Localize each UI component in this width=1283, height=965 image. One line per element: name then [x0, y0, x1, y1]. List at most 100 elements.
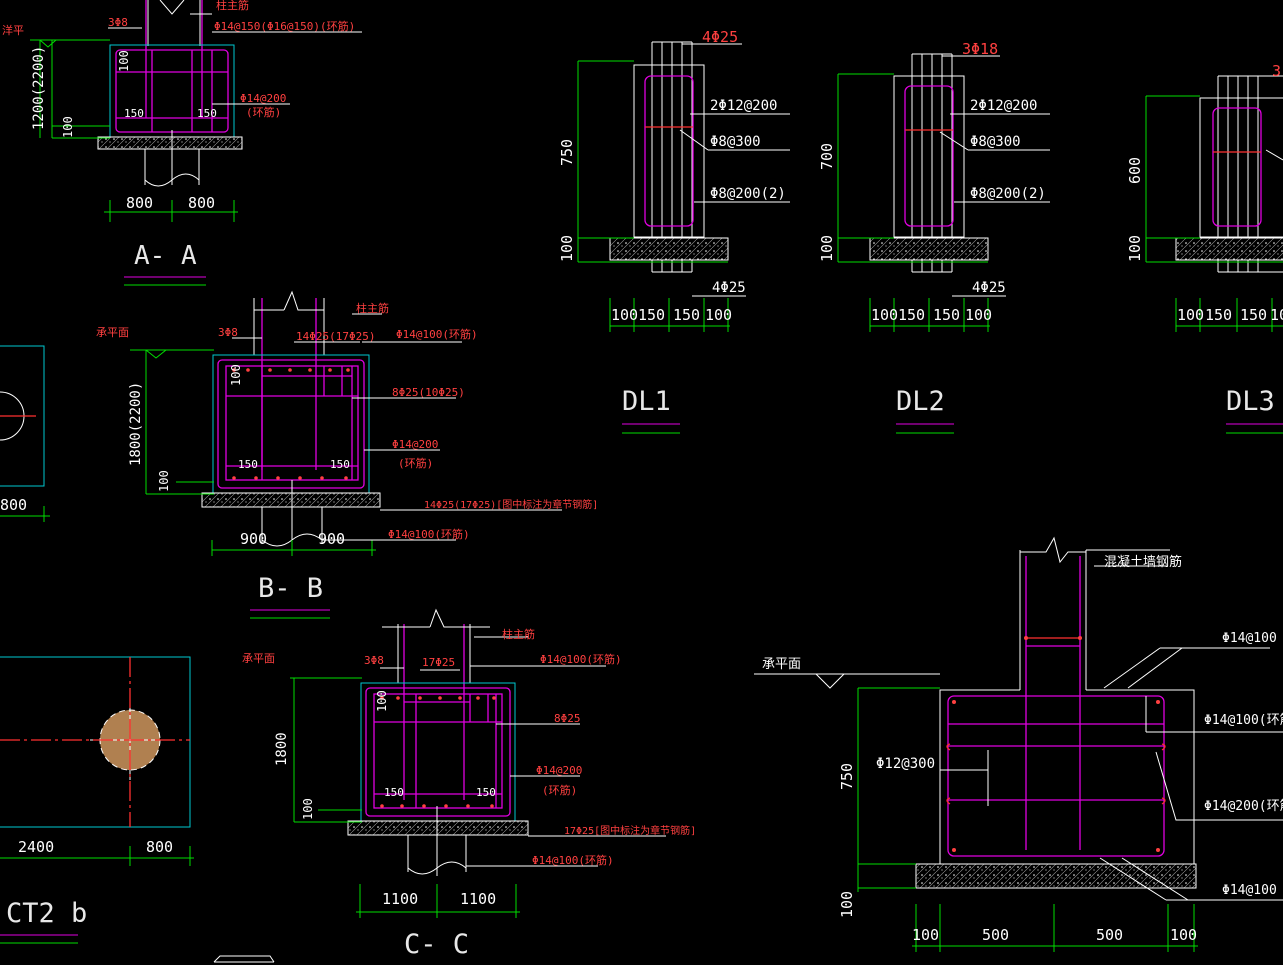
cc-col-bar: 柱主筋	[502, 627, 535, 641]
wall-bar-bottom: Φ14@100	[1222, 883, 1277, 898]
dl1-waist-bar: 2Φ12@200	[710, 98, 777, 114]
beam-dl3	[1145, 75, 1283, 332]
wall-base: 100	[838, 891, 856, 918]
bb-width-left: 900	[240, 530, 267, 548]
dl3-base: 100	[1126, 235, 1144, 262]
aa-width-right: 800	[188, 194, 215, 212]
aa-dim-150a: 150	[124, 107, 144, 120]
wall-ring-upper: Φ14@100(环筋)	[1204, 712, 1283, 728]
wall-level: 承平面	[762, 657, 801, 672]
cc-blinding-layer	[347, 820, 529, 836]
left-dim-2400: 2400	[18, 838, 54, 856]
bb-top-bar: 14Φ25(17Φ25)	[296, 330, 375, 343]
beam-dl1	[577, 41, 790, 332]
section-cc	[290, 608, 666, 918]
bb-stirrup: 3Φ8	[218, 326, 238, 339]
dl3-w2: 150	[1205, 306, 1232, 324]
dl1-bottom-bar: 4Φ25	[712, 280, 746, 296]
dl1-w1: 100	[611, 306, 638, 324]
dl1-tie: Φ8@300	[710, 134, 761, 150]
cc-top-bar: 17Φ25	[422, 656, 455, 669]
dl1-height: 750	[558, 139, 576, 166]
wall-w3: 500	[1096, 926, 1123, 944]
bb-ring-bottom: Φ14@100(环筋)	[388, 527, 470, 541]
aa-dim-100b: 100	[61, 116, 75, 138]
cc-ring-side-note: (环筋)	[542, 783, 577, 797]
dl1-base: 100	[558, 235, 576, 262]
stray-shape	[213, 955, 275, 963]
wall-w2: 500	[982, 926, 1009, 944]
bb-dim-150b: 150	[330, 458, 350, 471]
aa-dim-150b: 150	[197, 107, 217, 120]
dl1-w3: 150	[673, 306, 700, 324]
label-dl2: DL2	[896, 386, 945, 417]
dl2-base: 100	[818, 235, 836, 262]
bb-level: 承平面	[96, 326, 129, 339]
wall-tie: Φ12@300	[876, 756, 935, 772]
left-dim-800-top: 800	[0, 496, 27, 514]
dl2-w4: 100	[965, 306, 992, 324]
aa-stirrup: 3Φ8	[108, 16, 128, 29]
aa-top-bar: Φ14@150(Φ16@150)(环筋)	[214, 19, 355, 33]
wall-bar-top: Φ14@100	[1222, 631, 1277, 646]
cc-width-right: 1100	[460, 890, 496, 908]
dl3-top-bar: 3	[1272, 62, 1281, 80]
wall-w1: 100	[912, 926, 939, 944]
left-dim-800-bottom: 800	[146, 838, 173, 856]
wall-height: 750	[838, 763, 856, 790]
dl2-waist-bar: 2Φ12@200	[970, 98, 1037, 114]
wall-w4: 100	[1170, 926, 1197, 944]
cc-mid-bar: 8Φ25	[554, 712, 581, 725]
dl1-top-bar: 4Φ25	[702, 28, 738, 46]
cc-dim-150a: 150	[384, 786, 404, 799]
bb-col-bar: 柱主筋	[356, 301, 389, 315]
cc-level: 承平面	[242, 652, 275, 665]
dl2-w2: 150	[898, 306, 925, 324]
wall-footing-section	[754, 536, 1283, 952]
dl2-tie: Φ8@300	[970, 134, 1021, 150]
section-bb	[130, 290, 562, 556]
dl1-w4: 100	[705, 306, 732, 324]
label-dl3: DL3	[1226, 386, 1275, 417]
dl2-w1: 100	[871, 306, 898, 324]
cc-bottom-bar: 17Φ25[图中标注为章节钢筋]	[564, 824, 696, 837]
bb-dim-150a: 150	[238, 458, 258, 471]
cc-ring-side: Φ14@200	[536, 764, 582, 777]
dl3-blinding-layer	[1175, 237, 1283, 261]
dl3-w3: 150	[1240, 306, 1267, 324]
bb-width-right: 900	[318, 530, 345, 548]
cc-ring-bottom: Φ14@100(环筋)	[532, 853, 614, 867]
bb-blinding-layer	[201, 492, 381, 508]
dl1-w2: 150	[638, 306, 665, 324]
aa-col-bar: 柱主筋	[216, 0, 249, 12]
aa-side-bar: Φ14@200	[240, 92, 286, 105]
aa-side-bar-note: (环筋)	[246, 105, 281, 119]
aa-dim-100a: 100	[117, 50, 131, 72]
cc-width-left: 1100	[382, 890, 418, 908]
dl2-top-bar: 3Φ18	[962, 40, 998, 58]
wall-blinding-layer	[915, 863, 1197, 889]
left-cap-plans	[0, 345, 194, 866]
cc-dim-150b: 150	[476, 786, 496, 799]
label-section-aa: A- A	[134, 241, 197, 271]
aa-blinding-layer	[97, 136, 243, 150]
label-ct2b: CT2 b	[6, 898, 87, 929]
dl1-stirrup: Φ8@200(2)	[710, 186, 786, 202]
label-dl1: DL1	[622, 386, 671, 417]
beam-dl2	[837, 53, 1050, 332]
aa-level-fragment: 洋平	[2, 23, 24, 37]
dl3-w1: 100	[1177, 306, 1204, 324]
dl3-height: 600	[1126, 157, 1144, 184]
bb-dim-100a: 100	[229, 364, 243, 386]
bb-ring-top: Φ14@100(环筋)	[396, 327, 478, 341]
dl3-w4: 10	[1270, 306, 1283, 324]
aa-width-left: 800	[126, 194, 153, 212]
dl2-stirrup: Φ8@200(2)	[970, 186, 1046, 202]
wall-bar-label: 混凝土墙钢筋	[1104, 554, 1182, 570]
bb-ring-side: Φ14@200	[392, 438, 438, 451]
cc-ring-top: Φ14@100(环筋)	[540, 652, 622, 666]
label-section-cc: C- C	[404, 929, 469, 960]
dl2-bottom-bar: 4Φ25	[972, 280, 1006, 296]
wall-ring-lower: Φ14@200(环筋)	[1204, 798, 1283, 814]
